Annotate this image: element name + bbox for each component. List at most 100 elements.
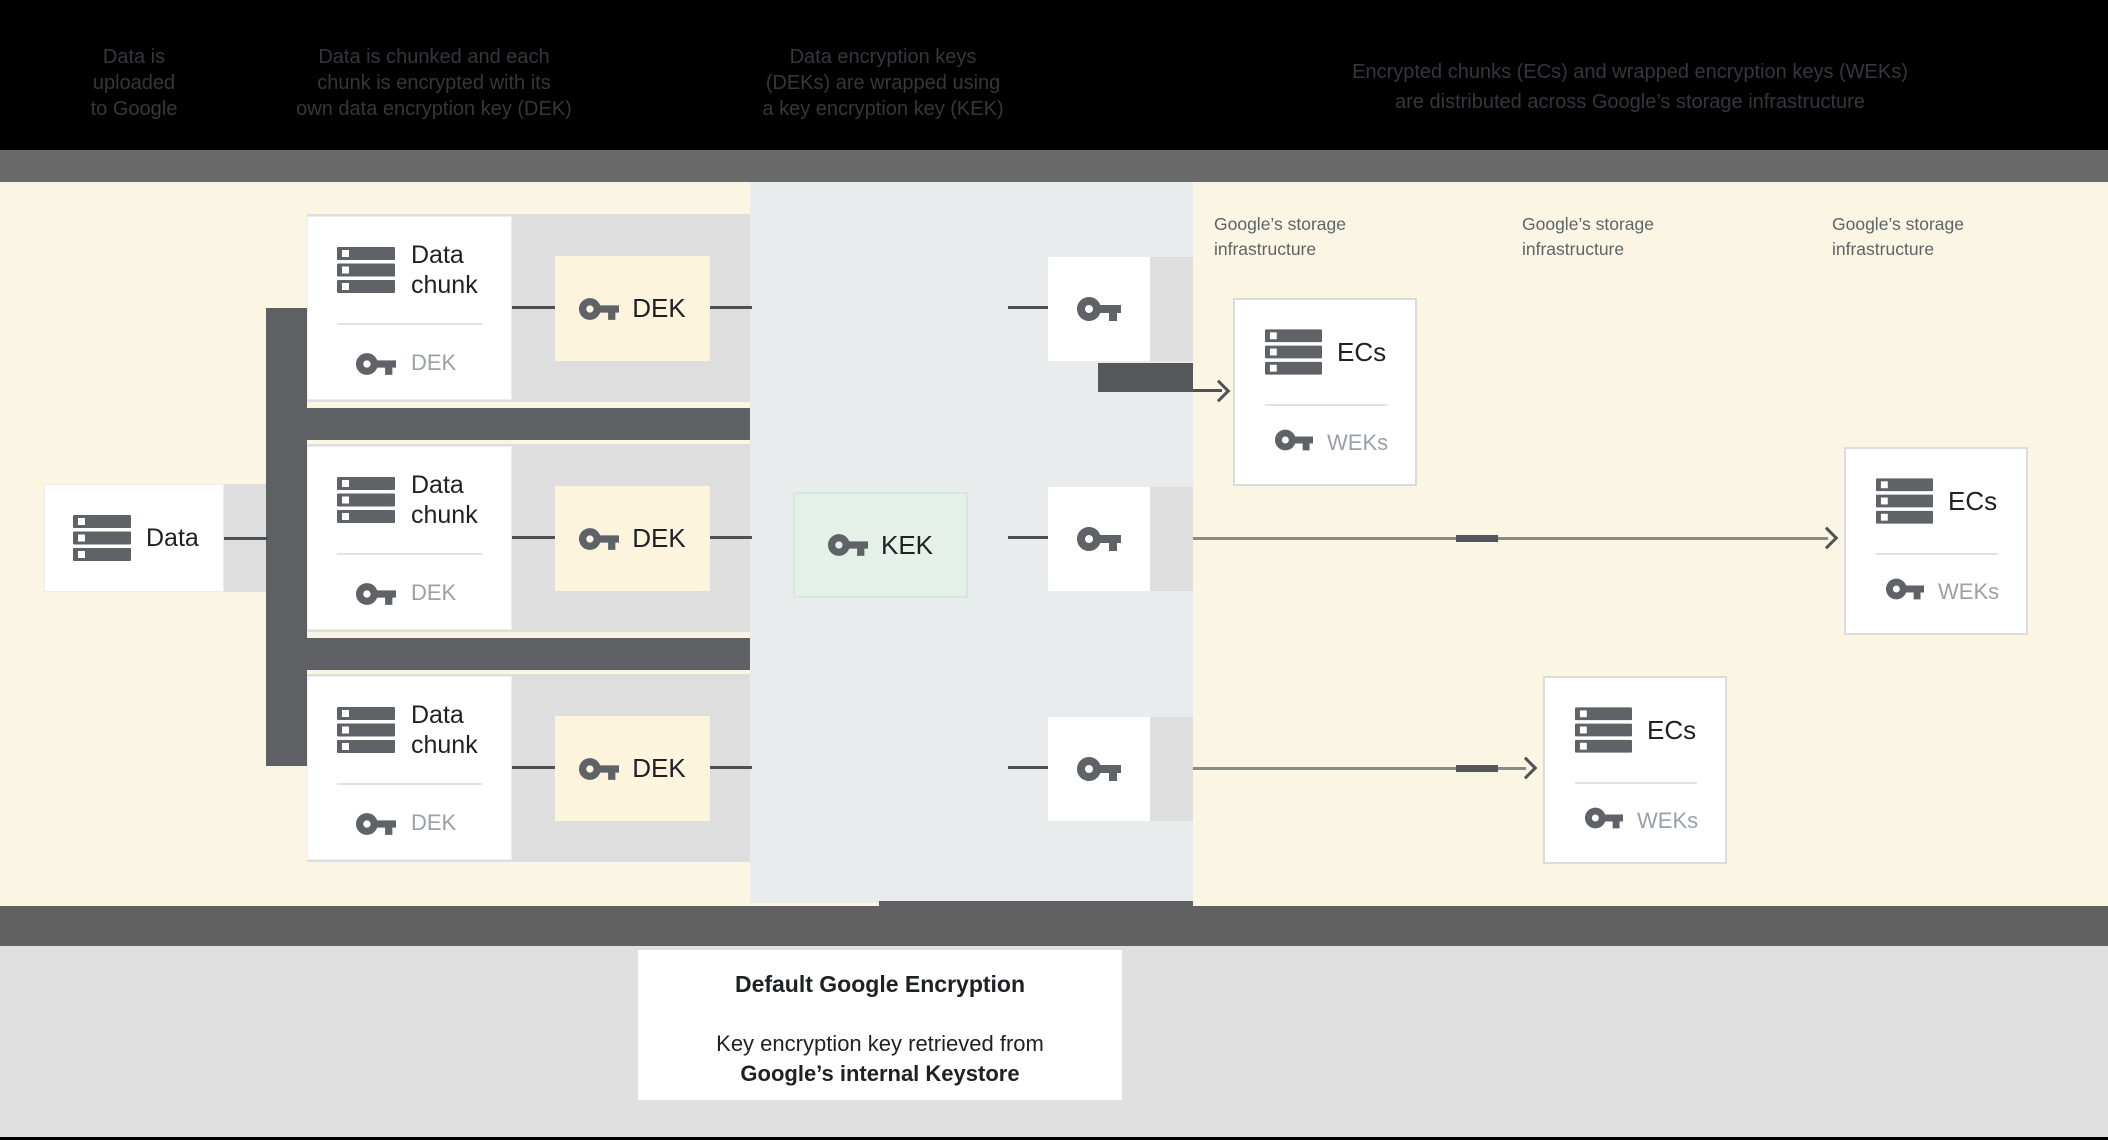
- data-node-label: Data: [146, 523, 199, 552]
- server-icon: [73, 515, 131, 561]
- wrapped-key-node: [1048, 487, 1150, 591]
- kek-node: KEK: [793, 492, 968, 598]
- step-3-line: a key encryption key (KEK): [762, 98, 1004, 120]
- storage-label-line: infrastructure: [1214, 239, 1317, 259]
- chunk-row: Data chunk DEK DEK: [0, 444, 2108, 632]
- inner-dek-label: DEK: [411, 350, 457, 375]
- wrapped-key-strip: [1150, 717, 1193, 821]
- ecs-label: ECs: [1337, 337, 1387, 367]
- footer-label-box: Default Google Encryption Key encryption…: [638, 950, 1122, 1100]
- data-chunk-label: Data chunk: [411, 470, 551, 530]
- key-icon: [1886, 578, 1924, 600]
- footer-body: Key encryption key retrieved from Google…: [716, 1029, 1044, 1089]
- arrow-line: [1193, 767, 1526, 770]
- inner-dek-label: DEK: [411, 810, 457, 835]
- data-chunk-label: Data chunk: [411, 240, 551, 300]
- server-icon: [1265, 329, 1322, 375]
- dek-node-label: DEK: [632, 293, 686, 323]
- ecs-label: ECs: [1948, 486, 1998, 516]
- weks-label: WEKs: [1637, 808, 1699, 833]
- key-icon: [1077, 297, 1121, 321]
- data-chunk-label: Data chunk: [411, 700, 551, 760]
- inner-dek-label: DEK: [411, 580, 457, 605]
- storage-infrastructure-label: Google’s storage infrastructure: [1214, 212, 1434, 262]
- server-icon: [1575, 707, 1632, 753]
- connector-line: [1008, 306, 1048, 309]
- key-icon: [1077, 757, 1121, 781]
- storage-label-line: Google’s storage: [1832, 214, 1964, 234]
- band-connector-tab: [879, 901, 1193, 906]
- arrow-bold-segment: [1456, 535, 1498, 542]
- step-2-line: chunk is encrypted with its: [317, 72, 551, 94]
- step-3-line: Data encryption keys: [789, 46, 977, 68]
- connector-line: [224, 537, 268, 540]
- weks-label: WEKs: [1327, 430, 1389, 455]
- weks-label: WEKs: [1938, 579, 2000, 604]
- step-3-line: (DEKs) are wrapped using: [765, 72, 1001, 94]
- key-icon: [579, 297, 620, 320]
- key-icon: [1077, 527, 1121, 551]
- chunk-row: Data chunk DEK DEK: [0, 674, 2108, 862]
- row-separator-bar: [307, 408, 750, 440]
- divider: [337, 553, 482, 555]
- key-icon: [827, 534, 868, 556]
- dek-node: DEK: [555, 256, 710, 361]
- storage-infrastructure-label: Google’s storage infrastructure: [1832, 212, 2052, 262]
- encrypted-chunks-node: ECs WEKs: [1233, 298, 1417, 486]
- step-progress-bar: [0, 150, 2108, 182]
- encrypted-chunks-node: ECs WEKs: [1543, 676, 1727, 864]
- split-trunk-bar: [266, 308, 307, 766]
- data-chunk-label-line: chunk: [411, 501, 478, 529]
- wrapped-key-tab: [1098, 363, 1193, 392]
- divider: [337, 783, 482, 785]
- ecs-label: ECs: [1647, 715, 1697, 745]
- kek-node-label: KEK: [880, 529, 934, 560]
- wrapped-key-strip: [1150, 257, 1193, 361]
- connector-line: [1008, 766, 1048, 769]
- dek-node: DEK: [555, 716, 710, 821]
- row-separator-bar: [307, 638, 750, 670]
- data-chunk-node: [307, 216, 512, 400]
- chunk-row: Data chunk DEK DEK: [0, 214, 2108, 402]
- connector-line: [512, 306, 555, 309]
- storage-label-line: infrastructure: [1522, 239, 1625, 259]
- connector-line: [710, 306, 752, 309]
- connector-line: [512, 766, 555, 769]
- divider: [1876, 553, 1998, 555]
- server-icon: [1876, 478, 1933, 524]
- step-1-line: to Google: [90, 98, 178, 120]
- step-3-caption: Data encryption keys (DEKs) are wrapped …: [713, 44, 1053, 122]
- data-chunk-label-line: Data: [411, 471, 464, 499]
- step-4-line: Encrypted chunks (ECs) and wrapped encry…: [1352, 61, 1908, 83]
- divider: [1575, 782, 1697, 784]
- encrypted-chunks-node: ECs WEKs: [1844, 447, 2028, 635]
- wrapped-key-node: [1048, 717, 1150, 821]
- key-icon: [579, 757, 620, 780]
- key-icon: [1275, 429, 1313, 451]
- arrow-line: [1193, 537, 1828, 540]
- step-4-line: are distributed across Google’s storage …: [1395, 91, 1865, 113]
- divider: [1265, 404, 1387, 406]
- bottom-separator-band: [0, 906, 2108, 946]
- connector-line: [710, 536, 752, 539]
- step-2-line: own data encryption key (DEK): [296, 98, 572, 120]
- key-icon: [356, 583, 396, 605]
- key-icon: [579, 527, 620, 550]
- footer-body-line: Key encryption key retrieved from: [716, 1031, 1044, 1056]
- wrapped-key-strip: [1150, 487, 1193, 591]
- arrow-bold-segment: [1456, 765, 1498, 772]
- storage-label-line: Google’s storage: [1214, 214, 1346, 234]
- data-chunk-label-line: Data: [411, 241, 464, 269]
- dek-node: DEK: [555, 486, 710, 591]
- dek-node-label: DEK: [632, 523, 686, 553]
- divider: [337, 323, 482, 325]
- data-chunk-node: [307, 676, 512, 860]
- step-2-line: Data is chunked and each: [318, 46, 550, 68]
- connector-line: [512, 536, 555, 539]
- connector-line: [1008, 536, 1048, 539]
- key-icon: [356, 353, 396, 375]
- storage-label-line: Google’s storage: [1522, 214, 1654, 234]
- step-4-caption: Encrypted chunks (ECs) and wrapped encry…: [1290, 57, 1970, 117]
- data-chunk-label-line: chunk: [411, 271, 478, 299]
